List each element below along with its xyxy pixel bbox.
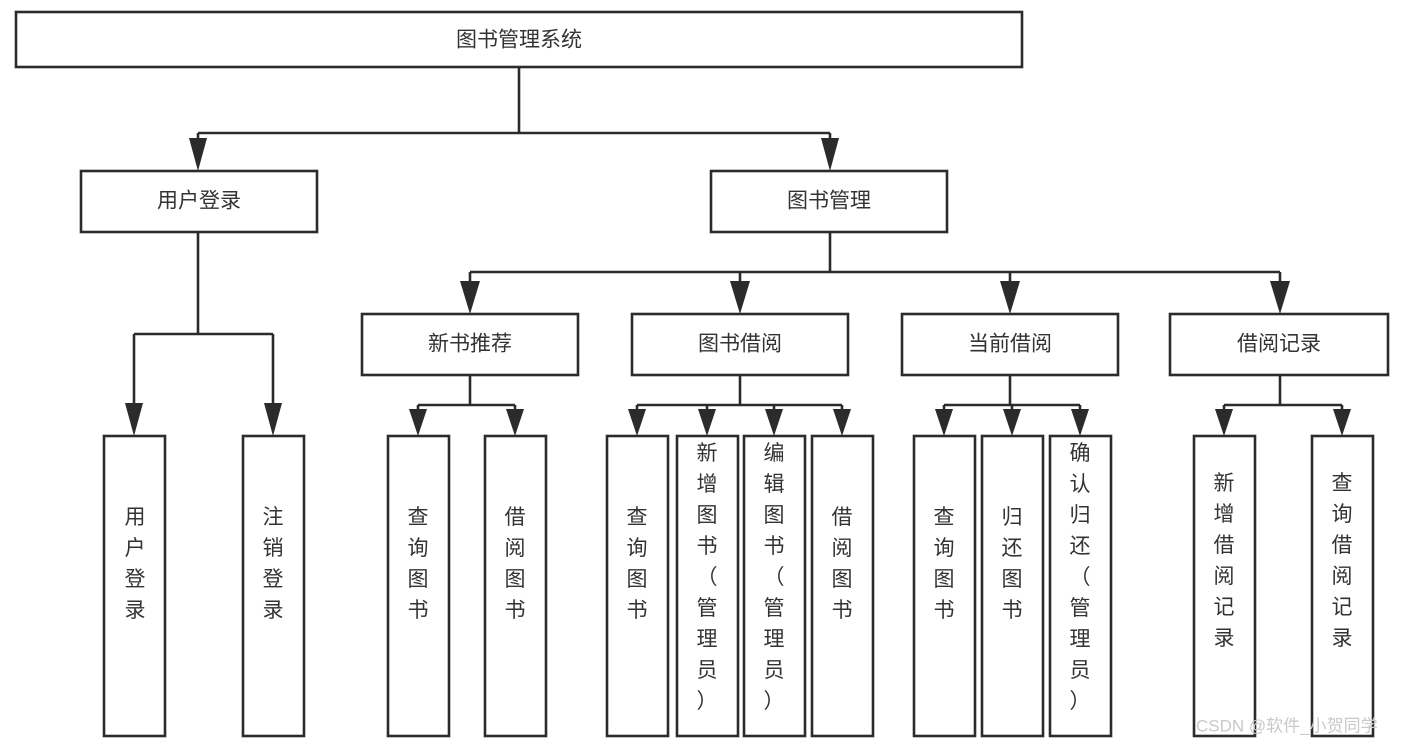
node-user-login-label: 用户登录 (157, 190, 241, 213)
node-book-borrow-label: 图书借阅 (698, 333, 782, 356)
node-current-borrow-label: 当前借阅 (968, 333, 1052, 356)
node-leaf-return-book[interactable]: 归还图书 (980, 434, 1045, 738)
node-leaf-user-login-label: 用户登录 (125, 506, 146, 622)
node-current-borrow[interactable]: 当前借阅 (900, 312, 1120, 377)
node-user-login[interactable]: 用户登录 (79, 169, 319, 234)
node-leaf-add-borrow-record[interactable]: 新增借阅记录 (1192, 434, 1257, 738)
connector-layer (125, 67, 1351, 436)
arrow-head-leaf-user-login (125, 403, 143, 436)
node-leaf-query-book-2-box[interactable] (605, 434, 670, 738)
node-leaf-edit-book-admin-box[interactable] (742, 434, 807, 738)
node-book-management-box[interactable] (709, 169, 949, 234)
node-leaf-return-book-box[interactable] (980, 434, 1045, 738)
node-leaf-query-borrow-record-box[interactable] (1310, 434, 1375, 738)
node-leaf-confirm-return-admin[interactable]: 确认归还（管理员） (1048, 434, 1113, 738)
node-leaf-query-book-3-box[interactable] (912, 434, 977, 738)
node-leaf-query-borrow-record-label: 查询借阅记录 (1332, 472, 1353, 650)
arrow-head-borrow-record (1270, 281, 1290, 314)
node-leaf-edit-book-admin[interactable]: 编辑图书（管理员） (742, 434, 807, 738)
node-leaf-add-book-admin[interactable]: 新增图书（管理员） (675, 434, 740, 738)
node-leaf-add-book-admin-label: 新增图书（管理员） (697, 442, 718, 713)
node-leaf-user-login[interactable]: 用户登录 (102, 434, 167, 738)
node-leaf-borrow-book-1-box[interactable] (483, 434, 548, 738)
node-new-book-recommend-label: 新书推荐 (428, 333, 512, 356)
arrow-head-leaf-query-book-1 (409, 409, 427, 436)
node-leaf-logout-box[interactable] (241, 434, 306, 738)
node-leaf-borrow-book-1[interactable]: 借阅图书 (483, 434, 548, 738)
node-leaf-user-login-box[interactable] (102, 434, 167, 738)
arrow-head-user-login (189, 138, 207, 171)
arrow-head-leaf-logout (264, 403, 282, 436)
node-root-label: 图书管理系统 (456, 29, 582, 52)
arrow-head-leaf-borrow-book-1 (506, 409, 524, 436)
node-leaf-query-book-2-label: 查询图书 (627, 506, 648, 622)
arrow-head-book-management (821, 138, 839, 171)
node-leaf-borrow-book-2-label: 借阅图书 (832, 506, 853, 622)
node-leaf-query-borrow-record[interactable]: 查询借阅记录 (1310, 434, 1375, 738)
node-leaf-query-book-3-label: 查询图书 (934, 506, 955, 622)
node-leaf-confirm-return-admin-box[interactable] (1048, 434, 1113, 738)
node-leaf-query-book-1[interactable]: 查询图书 (386, 434, 451, 738)
arrow-head-new-book-recommend (460, 281, 480, 314)
node-current-borrow-box[interactable] (900, 312, 1120, 377)
node-leaf-borrow-book-2[interactable]: 借阅图书 (810, 434, 875, 738)
arrow-head-leaf-edit-book-admin (765, 409, 783, 436)
arrow-head-book-borrow (730, 281, 750, 314)
arrow-head-leaf-borrow-book-2 (833, 409, 851, 436)
node-book-borrow[interactable]: 图书借阅 (630, 312, 850, 377)
node-borrow-record[interactable]: 借阅记录 (1168, 312, 1390, 377)
node-leaf-borrow-book-2-box[interactable] (810, 434, 875, 738)
csdn-watermark: CSDN @软件_小贺同学 (1196, 716, 1378, 735)
node-leaf-add-borrow-record-label: 新增借阅记录 (1214, 472, 1235, 650)
node-leaf-add-borrow-record-box[interactable] (1192, 434, 1257, 738)
node-leaf-add-book-admin-box[interactable] (675, 434, 740, 738)
node-borrow-record-label: 借阅记录 (1237, 333, 1321, 356)
node-leaf-query-book-1-label: 查询图书 (408, 506, 429, 622)
arrow-head-leaf-return-book (1003, 409, 1021, 436)
node-leaf-query-book-2[interactable]: 查询图书 (605, 434, 670, 738)
arrow-head-current-borrow (1000, 281, 1020, 314)
node-book-management-label: 图书管理 (787, 190, 871, 213)
node-leaf-borrow-book-1-label: 借阅图书 (505, 506, 526, 622)
node-leaf-query-book-1-box[interactable] (386, 434, 451, 738)
node-root-box[interactable] (14, 10, 1024, 69)
node-borrow-record-box[interactable] (1168, 312, 1390, 377)
arrow-head-leaf-confirm-return-admin (1071, 409, 1089, 436)
arrow-head-leaf-add-book-admin (698, 409, 716, 436)
node-user-login-box[interactable] (79, 169, 319, 234)
arrow-head-leaf-add-borrow-record (1215, 409, 1233, 436)
node-new-book-recommend-box[interactable] (360, 312, 580, 377)
node-leaf-confirm-return-admin-label: 确认归还（管理员） (1070, 442, 1091, 713)
node-leaf-query-book-3[interactable]: 查询图书 (912, 434, 977, 738)
node-book-borrow-box[interactable] (630, 312, 850, 377)
node-leaf-logout[interactable]: 注销登录 (241, 434, 306, 738)
node-leaf-logout-label: 注销登录 (263, 506, 284, 622)
arrow-head-leaf-query-borrow-record (1333, 409, 1351, 436)
node-leaf-return-book-label: 归还图书 (1002, 506, 1023, 622)
node-book-management[interactable]: 图书管理 (709, 169, 949, 234)
arrow-head-leaf-query-book-2 (628, 409, 646, 436)
node-new-book-recommend[interactable]: 新书推荐 (360, 312, 580, 377)
arrow-head-leaf-query-book-3 (935, 409, 953, 436)
node-leaf-edit-book-admin-label: 编辑图书（管理员） (764, 442, 785, 713)
node-root[interactable]: 图书管理系统 (14, 10, 1024, 69)
